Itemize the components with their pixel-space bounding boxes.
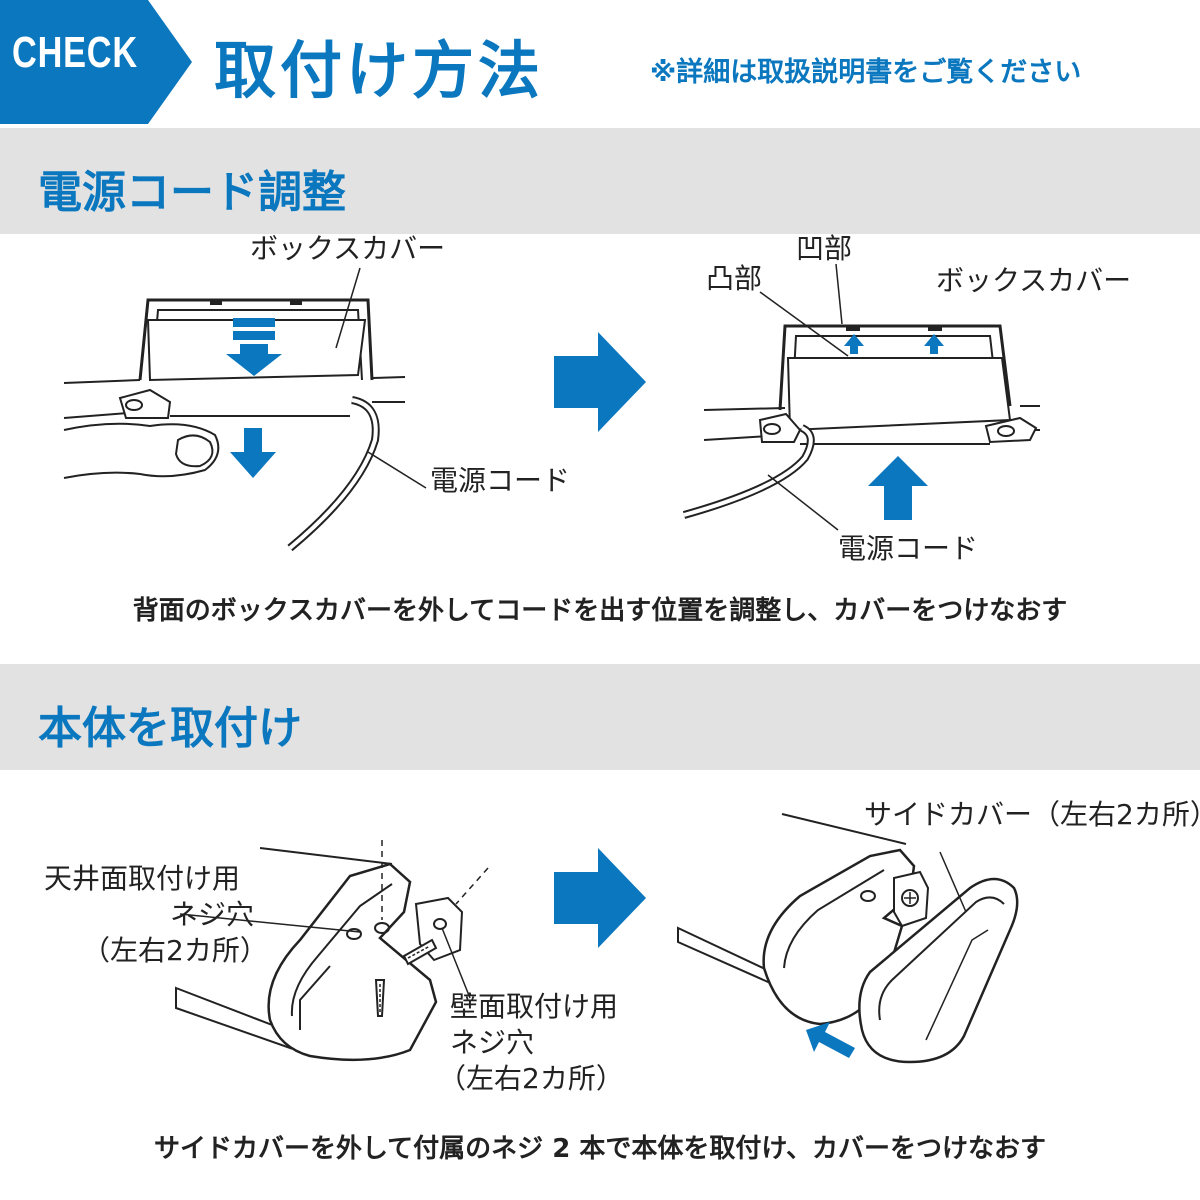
label-convex: 凸部 xyxy=(706,262,763,295)
mount-screw-illustration xyxy=(175,840,489,1062)
label-wall-hole-2: ネジ穴 xyxy=(450,1026,535,1059)
arrow-up-icon xyxy=(844,334,864,354)
check-badge xyxy=(0,0,192,124)
label-box-cover-right: ボックスカバー xyxy=(936,264,1132,297)
caption-cord: 背面のボックスカバーを外してコードを出す位置を調整し、カバーをつけなおす xyxy=(132,596,1068,626)
arrow-up-icon xyxy=(868,456,928,520)
arrow-right-icon xyxy=(554,848,646,948)
arrow-up-icon xyxy=(924,334,944,354)
screw-icon xyxy=(901,889,919,907)
cord-reattach-illustration xyxy=(682,263,1040,531)
section-title-cord: 電源コード調整 xyxy=(38,167,346,218)
section-band-mount xyxy=(0,664,1200,770)
side-cover-illustration xyxy=(677,813,1019,1064)
label-ceiling-hole-1: 天井面取付け用 xyxy=(44,862,241,895)
arrow-right-icon xyxy=(554,332,646,432)
page-title: 取付け方法 xyxy=(214,34,545,107)
arrow-left-icon xyxy=(806,1022,855,1058)
screw-icon xyxy=(402,938,438,966)
label-wall-hole-1: 壁面取付け用 xyxy=(450,990,619,1023)
arrow-down-icon xyxy=(226,318,282,376)
arrow-down-icon xyxy=(230,428,276,478)
section-band-cord xyxy=(0,128,1200,234)
label-ceiling-hole-3: （左右2カ所） xyxy=(82,934,268,967)
caption-mount: サイドカバーを外して付属のネジ 2 本で本体を取付け、カバーをつけなおす xyxy=(153,1134,1047,1164)
label-power-cord-right: 電源コード xyxy=(838,532,979,565)
label-power-cord-left: 電源コード xyxy=(430,464,571,497)
check-label: CHECK xyxy=(12,28,138,77)
label-side-cover: サイドカバー（左右2カ所） xyxy=(864,798,1200,831)
cord-remove-illustration xyxy=(63,267,427,552)
label-box-cover-left: ボックスカバー xyxy=(250,232,446,265)
manual-note: ※詳細は取扱説明書をご覧ください xyxy=(650,57,1082,88)
section-title-mount: 本体を取付け xyxy=(38,703,302,754)
label-wall-hole-3: （左右2カ所） xyxy=(438,1062,624,1095)
label-concave: 凹部 xyxy=(796,232,853,265)
label-ceiling-hole-2: ネジ穴 xyxy=(170,898,255,931)
screw-icon xyxy=(374,979,386,1017)
